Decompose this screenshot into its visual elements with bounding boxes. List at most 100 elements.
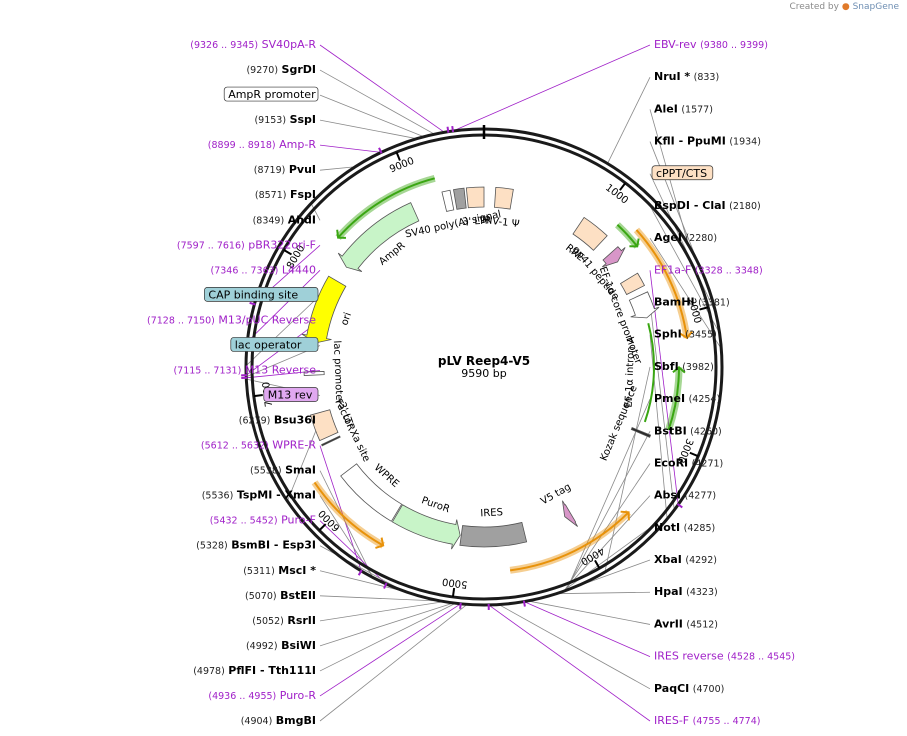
feature-ori-label: ori <box>339 311 354 327</box>
label-text: XbaI (4292) <box>654 553 717 566</box>
feature-3-ltr <box>310 409 339 442</box>
leader-line <box>319 520 387 585</box>
label-text: (8571) FspI <box>255 188 316 201</box>
label-range: (4285) <box>684 523 716 534</box>
primer-label: (7115 .. 7131) M13 Reverse <box>173 363 316 376</box>
leader-line <box>452 44 651 132</box>
label-text: (5432 .. 5452) Puro-F <box>210 514 316 527</box>
label-range: (7597 .. 7616) <box>177 240 245 251</box>
label-range: (7115 .. 7131) <box>173 365 241 376</box>
label-range: (5536) <box>202 491 234 502</box>
label-text: (4904) BmgBI <box>241 714 316 727</box>
label-name: BstBI <box>654 424 687 437</box>
leader-line <box>563 463 651 592</box>
label-text: HpaI (4323) <box>654 585 718 598</box>
feature-tag: lac operator <box>230 337 319 352</box>
label-text: (5612 .. 5632) WPRE-R <box>201 439 316 452</box>
primer-label: (7597 .. 7616) pBR322ori-F <box>177 238 316 251</box>
label-range: (1577) <box>681 104 713 115</box>
label-text: AgeI (2280) <box>654 231 717 244</box>
leader-line <box>319 545 403 591</box>
primer-label: EF1a-F (3328 .. 3348) <box>654 263 763 276</box>
label-text: (7597 .. 7616) pBR322ori-F <box>177 238 316 251</box>
snapgene-brand: Created by ● SnapGene <box>789 2 899 12</box>
label-range: (8571) <box>255 190 287 201</box>
label-text: AleI (1577) <box>654 102 713 115</box>
leader-line <box>649 173 717 314</box>
site-label: (5052) RsrII <box>252 614 316 627</box>
label-range: (9270) <box>246 65 278 76</box>
site-label: KflI - PpuMI (1934) <box>654 135 761 148</box>
tick-mark <box>699 306 709 311</box>
feature-ef-1-intron-a <box>643 322 655 423</box>
feature-3-ltr-label: 3' LTR <box>336 401 356 433</box>
label-name: SmaI <box>285 464 316 477</box>
label-range: (8719) <box>254 165 286 176</box>
leader-lines <box>245 44 722 722</box>
leader-line <box>319 595 442 602</box>
feature-cppt-cts <box>619 272 646 296</box>
label-name: IRES-F <box>654 714 689 727</box>
feature-kozak-sequence <box>630 427 652 438</box>
feature-lac-promoter-label: lac promoter <box>331 340 344 405</box>
tick-label: 1000 <box>603 182 630 206</box>
label-range: (1934) <box>729 137 761 148</box>
feature-tag-text: M13 rev <box>268 389 313 402</box>
primer-mark <box>676 503 683 509</box>
primer-mark <box>383 582 388 589</box>
label-text: (5328) BsmBI - Esp3I <box>196 539 316 552</box>
label-name: SgrDI <box>282 63 316 76</box>
feature-tag: CAP binding site <box>204 287 319 302</box>
site-label: (8571) FspI <box>255 188 316 201</box>
label-text: (7115 .. 7131) M13 Reverse <box>173 363 316 376</box>
site-label: BstBI (4260) <box>654 424 722 437</box>
label-range: (4323) <box>686 587 718 598</box>
orange-arc-head <box>620 510 630 521</box>
label-range: (4528 .. 4545) <box>727 652 795 663</box>
site-label: (6279) Bsu36I <box>239 414 316 427</box>
site-label: (5311) MscI * <box>243 564 316 577</box>
feature-hiv-1-label: HIV-1 Ψ <box>481 215 520 230</box>
leader-line <box>319 445 362 572</box>
leader-line <box>286 420 321 502</box>
primer-mark <box>459 602 462 609</box>
feature-ef-1-core-promoter <box>628 291 660 319</box>
site-label: SbfI (3982) <box>654 360 714 373</box>
orange-arc <box>635 229 688 339</box>
feature-tag-box <box>263 387 319 402</box>
feature-gp41-peptide <box>602 246 626 268</box>
label-range: (2280) <box>685 233 717 244</box>
tick-mark <box>283 249 292 256</box>
feature-hiv-1 <box>494 186 514 210</box>
feature-puror-label: PuroR <box>420 495 451 515</box>
label-name: AleI <box>654 102 678 115</box>
feature-tag-text: CAP binding site <box>208 288 298 301</box>
label-range: (4904) <box>241 716 273 727</box>
primer-mark <box>446 126 450 133</box>
label-name: AvrII <box>654 617 683 630</box>
label-range: (6279) <box>239 416 271 427</box>
label-name: NruI * <box>654 70 690 83</box>
label-range: (5432 .. 5452) <box>210 516 278 527</box>
label-name: L4440 <box>282 263 316 276</box>
label-range: (3982) <box>682 362 714 373</box>
leader-line <box>319 602 456 672</box>
label-name: BamHI <box>654 296 695 309</box>
label-name: Puro-R <box>280 689 317 702</box>
site-label: AleI (1577) <box>654 102 713 115</box>
label-name: BstEII <box>280 589 316 602</box>
leader-line <box>319 570 406 592</box>
label-text: (8349) AhdI <box>253 213 316 226</box>
label-name: EBV-rev <box>654 38 697 51</box>
site-label: HpaI (4323) <box>654 585 718 598</box>
label-text: SbfI (3982) <box>654 360 714 373</box>
label-name: NotI <box>654 521 680 534</box>
primer-label: (9326 .. 9345) SV40pA-R <box>190 38 316 51</box>
green-arc <box>667 367 680 431</box>
label-range: (4992) <box>246 641 278 652</box>
primer-label: (5432 .. 5452) Puro-F <box>210 514 316 527</box>
orange-arc <box>313 481 384 547</box>
label-name: pBR322ori-F <box>248 238 316 251</box>
primer-label: (5612 .. 5632) WPRE-R <box>201 439 316 452</box>
label-name: AhdI <box>288 213 316 226</box>
